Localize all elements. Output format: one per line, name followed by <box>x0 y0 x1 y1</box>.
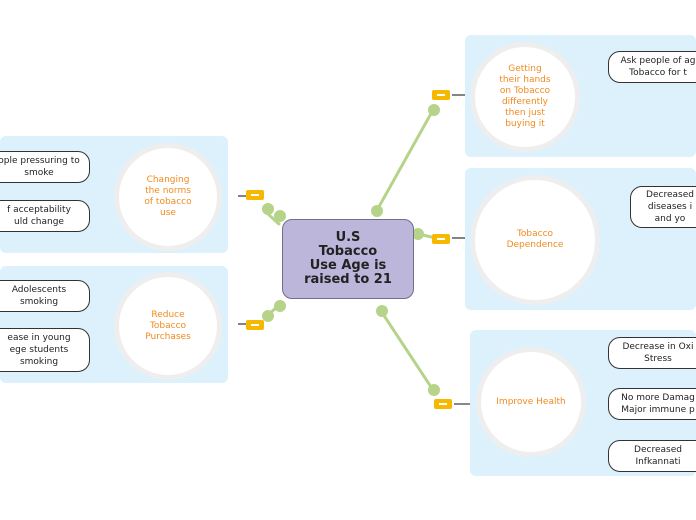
leaf-label: Ask people of ag Tobacco for t <box>620 56 696 78</box>
leaf-label: Decreased Infkannati <box>634 445 682 467</box>
leaf-label: Decreased diseases i and yo <box>646 190 694 224</box>
connector-dot <box>274 300 286 312</box>
leaf-label: ople pressuring to smoke <box>0 156 80 178</box>
connector-dot <box>376 305 388 317</box>
connector-dot <box>371 205 383 217</box>
leaf-node[interactable]: f acceptability uld change <box>0 200 90 232</box>
collapse-badge[interactable] <box>432 234 450 244</box>
branch-changing-norms[interactable]: Changing the norms of tobacco use <box>114 143 222 251</box>
branch-dependence[interactable]: Tobacco Dependence <box>470 175 600 305</box>
leaf-node[interactable]: ease in young ege students smoking <box>0 328 90 372</box>
leaf-node[interactable]: Decrease in Oxi Stress <box>608 337 696 369</box>
leaf-node[interactable]: Adolescents smoking <box>0 280 90 312</box>
collapse-badge[interactable] <box>434 399 452 409</box>
central-topic[interactable]: U.S Tobacco Use Age is raised to 21 <box>282 219 414 299</box>
leaf-label: Adolescents smoking <box>11 285 67 307</box>
branch-label: Getting their hands on Tobacco different… <box>499 64 551 129</box>
branch-label: Reduce Tobacco Purchases <box>145 309 191 342</box>
branch-label: Improve Health <box>496 396 566 407</box>
collapse-badge[interactable] <box>432 90 450 100</box>
branch-label: Changing the norms of tobacco use <box>144 175 192 218</box>
branch-label: Tobacco Dependence <box>506 229 564 250</box>
connector-dot <box>262 203 274 215</box>
branch-improve-health[interactable]: Improve Health <box>476 347 586 457</box>
branch-reduce-purchases[interactable]: Reduce Tobacco Purchases <box>114 272 222 380</box>
connector-dot <box>274 210 286 222</box>
connector-dot <box>428 104 440 116</box>
leaf-node[interactable]: ople pressuring to smoke <box>0 151 90 183</box>
collapse-badge[interactable] <box>246 320 264 330</box>
connector-dot <box>412 228 424 240</box>
leaf-node[interactable]: Ask people of ag Tobacco for t <box>608 51 696 83</box>
leaf-node[interactable]: Decreased Infkannati <box>608 440 696 472</box>
leaf-label: No more Damag Major immune p <box>621 393 695 415</box>
leaf-label: f acceptability uld change <box>7 205 71 227</box>
branch-getting-hands[interactable]: Getting their hands on Tobacco different… <box>470 42 580 152</box>
connector-dot <box>262 310 274 322</box>
collapse-badge[interactable] <box>246 190 264 200</box>
leaf-label: Decrease in Oxi Stress <box>622 342 694 364</box>
leaf-node[interactable]: No more Damag Major immune p <box>608 388 696 420</box>
leaf-node[interactable]: Decreased diseases i and yo <box>630 186 696 228</box>
leaf-label: ease in young ege students smoking <box>7 333 71 367</box>
connector-dot <box>428 384 440 396</box>
